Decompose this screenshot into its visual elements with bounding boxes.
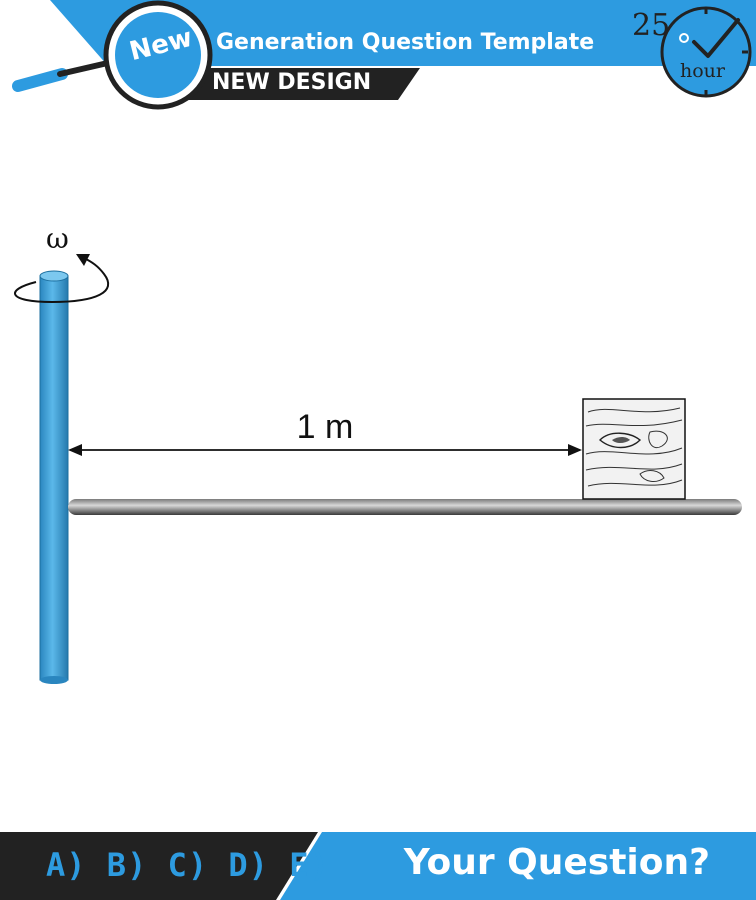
footer-banner: A) B) C) D) E) Your Question?: [0, 832, 756, 900]
footer-dark-band: [0, 832, 318, 900]
rotation-arrow-icon: [14, 254, 110, 304]
magnifier-icon: [12, 0, 213, 110]
header-banner: New Generation Question Template NEW DES…: [0, 0, 756, 110]
header-blue-band: [50, 0, 756, 66]
horizontal-rod: [68, 499, 742, 515]
question-prompt: Your Question?: [403, 842, 710, 883]
timer-unit: hour: [680, 60, 725, 82]
timer-number: 25: [632, 8, 671, 43]
header-dark-band: [170, 68, 420, 100]
header-title: Generation Question Template: [216, 30, 595, 55]
footer-blue-band: [280, 832, 756, 900]
clock-check-icon: [660, 6, 752, 98]
vertical-axle: [39, 270, 69, 684]
distance-label: 1 m: [297, 408, 354, 446]
angular-velocity-symbol: ω: [46, 222, 69, 255]
rotating-rod-diagram: ω 1 m: [14, 222, 742, 684]
answer-choices: A) B) C) D) E): [46, 846, 330, 884]
header-subtitle: NEW DESIGN: [212, 70, 372, 95]
header-graphics: [12, 0, 756, 110]
footer-graphics: [0, 832, 756, 900]
wooden-block: [582, 398, 686, 500]
